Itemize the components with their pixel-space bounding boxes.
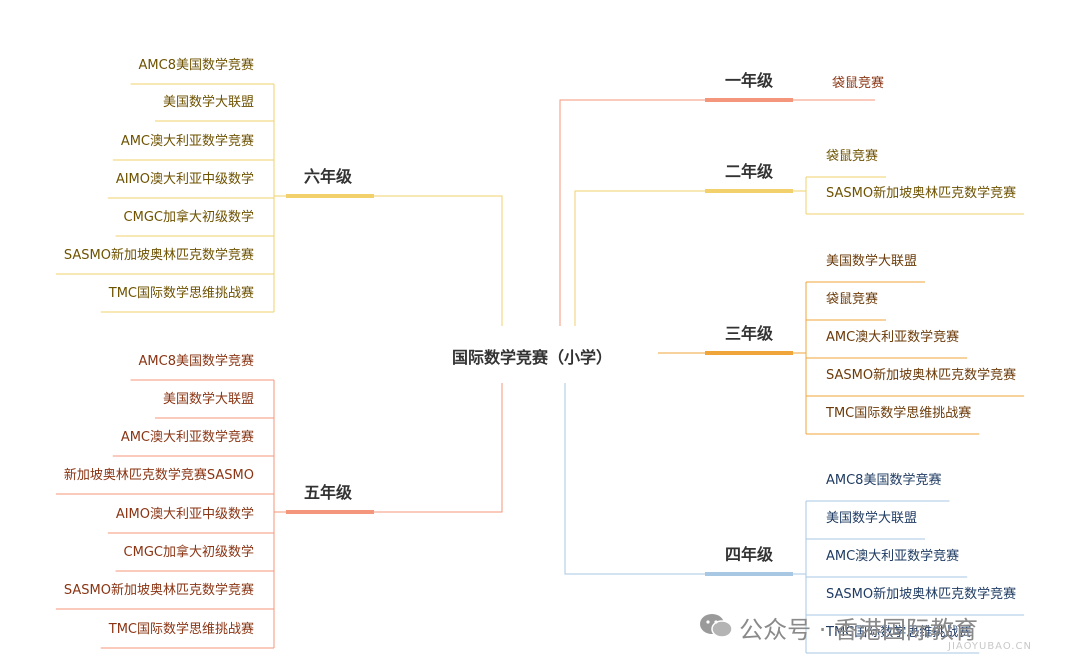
connector-line: [374, 195, 503, 326]
topic-item: CMGC加拿大初级数学: [123, 210, 254, 225]
topic-item: AIMO澳大利亚中级数学: [115, 507, 254, 522]
topic-item: CMGC加拿大初级数学: [123, 545, 254, 560]
watermark: 公众号 · 香港国际教育: [698, 610, 978, 645]
topic-item: AMC8美国数学竞赛: [138, 354, 254, 369]
topic-item: 新加坡奥林匹克数学竞赛SASMO: [63, 468, 254, 483]
topic-item: AMC澳大利亚数学竞赛: [826, 549, 960, 564]
topic-item: AMC澳大利亚数学竞赛: [120, 134, 254, 149]
grade-node-g2: 二年级: [725, 162, 774, 181]
topic-item: AIMO澳大利亚中级数学: [115, 172, 254, 187]
topic-item: 袋鼠竞赛: [832, 76, 885, 91]
topic-item: SASMO新加坡奥林匹克数学竞赛: [826, 368, 1017, 383]
topic-item: 美国数学大联盟: [826, 511, 918, 526]
topic-item: 袋鼠竞赛: [826, 292, 879, 307]
grade-node-g3: 三年级: [725, 324, 774, 343]
grade-node-g6: 六年级: [304, 167, 353, 186]
topic-item: SASMO新加坡奥林匹克数学竞赛: [826, 186, 1017, 201]
connector-line: [374, 383, 503, 513]
topic-item: TMC国际数学思维挑战赛: [826, 406, 972, 421]
topic-item: SASMO新加坡奥林匹克数学竞赛: [63, 248, 254, 263]
connector-line: [564, 383, 705, 575]
topic-item: 袋鼠竞赛: [826, 149, 879, 164]
topic-item: AMC8美国数学竞赛: [138, 58, 254, 73]
topic-item: TMC国际数学思维挑战赛: [826, 625, 972, 640]
connector-line: [574, 190, 705, 326]
topic-item: AMC8美国数学竞赛: [826, 473, 942, 488]
topic-item: 美国数学大联盟: [162, 392, 254, 407]
topic-item: TMC国际数学思维挑战赛: [108, 622, 254, 637]
grade-node-g4: 四年级: [725, 545, 774, 564]
watermark-logo-text: JIAOYUBAO.CN: [948, 641, 1032, 652]
grade-node-g5: 五年级: [304, 483, 353, 502]
watermark-label: 公众号 · 香港国际教育: [739, 616, 978, 644]
topic-item: AMC澳大利亚数学竞赛: [826, 330, 960, 345]
grade-node-g1: 一年级: [725, 71, 774, 90]
wechat-icon: [698, 611, 734, 645]
topic-item: 美国数学大联盟: [162, 95, 254, 110]
root-topic: 国际数学竞赛（小学）: [452, 348, 613, 367]
topic-item: SASMO新加坡奥林匹克数学竞赛: [826, 587, 1017, 602]
topic-item: 美国数学大联盟: [826, 254, 918, 269]
connector-line: [559, 99, 705, 326]
topic-item: SASMO新加坡奥林匹克数学竞赛: [63, 583, 254, 598]
topic-item: AMC澳大利亚数学竞赛: [120, 430, 254, 445]
topic-item: TMC国际数学思维挑战赛: [108, 286, 254, 301]
